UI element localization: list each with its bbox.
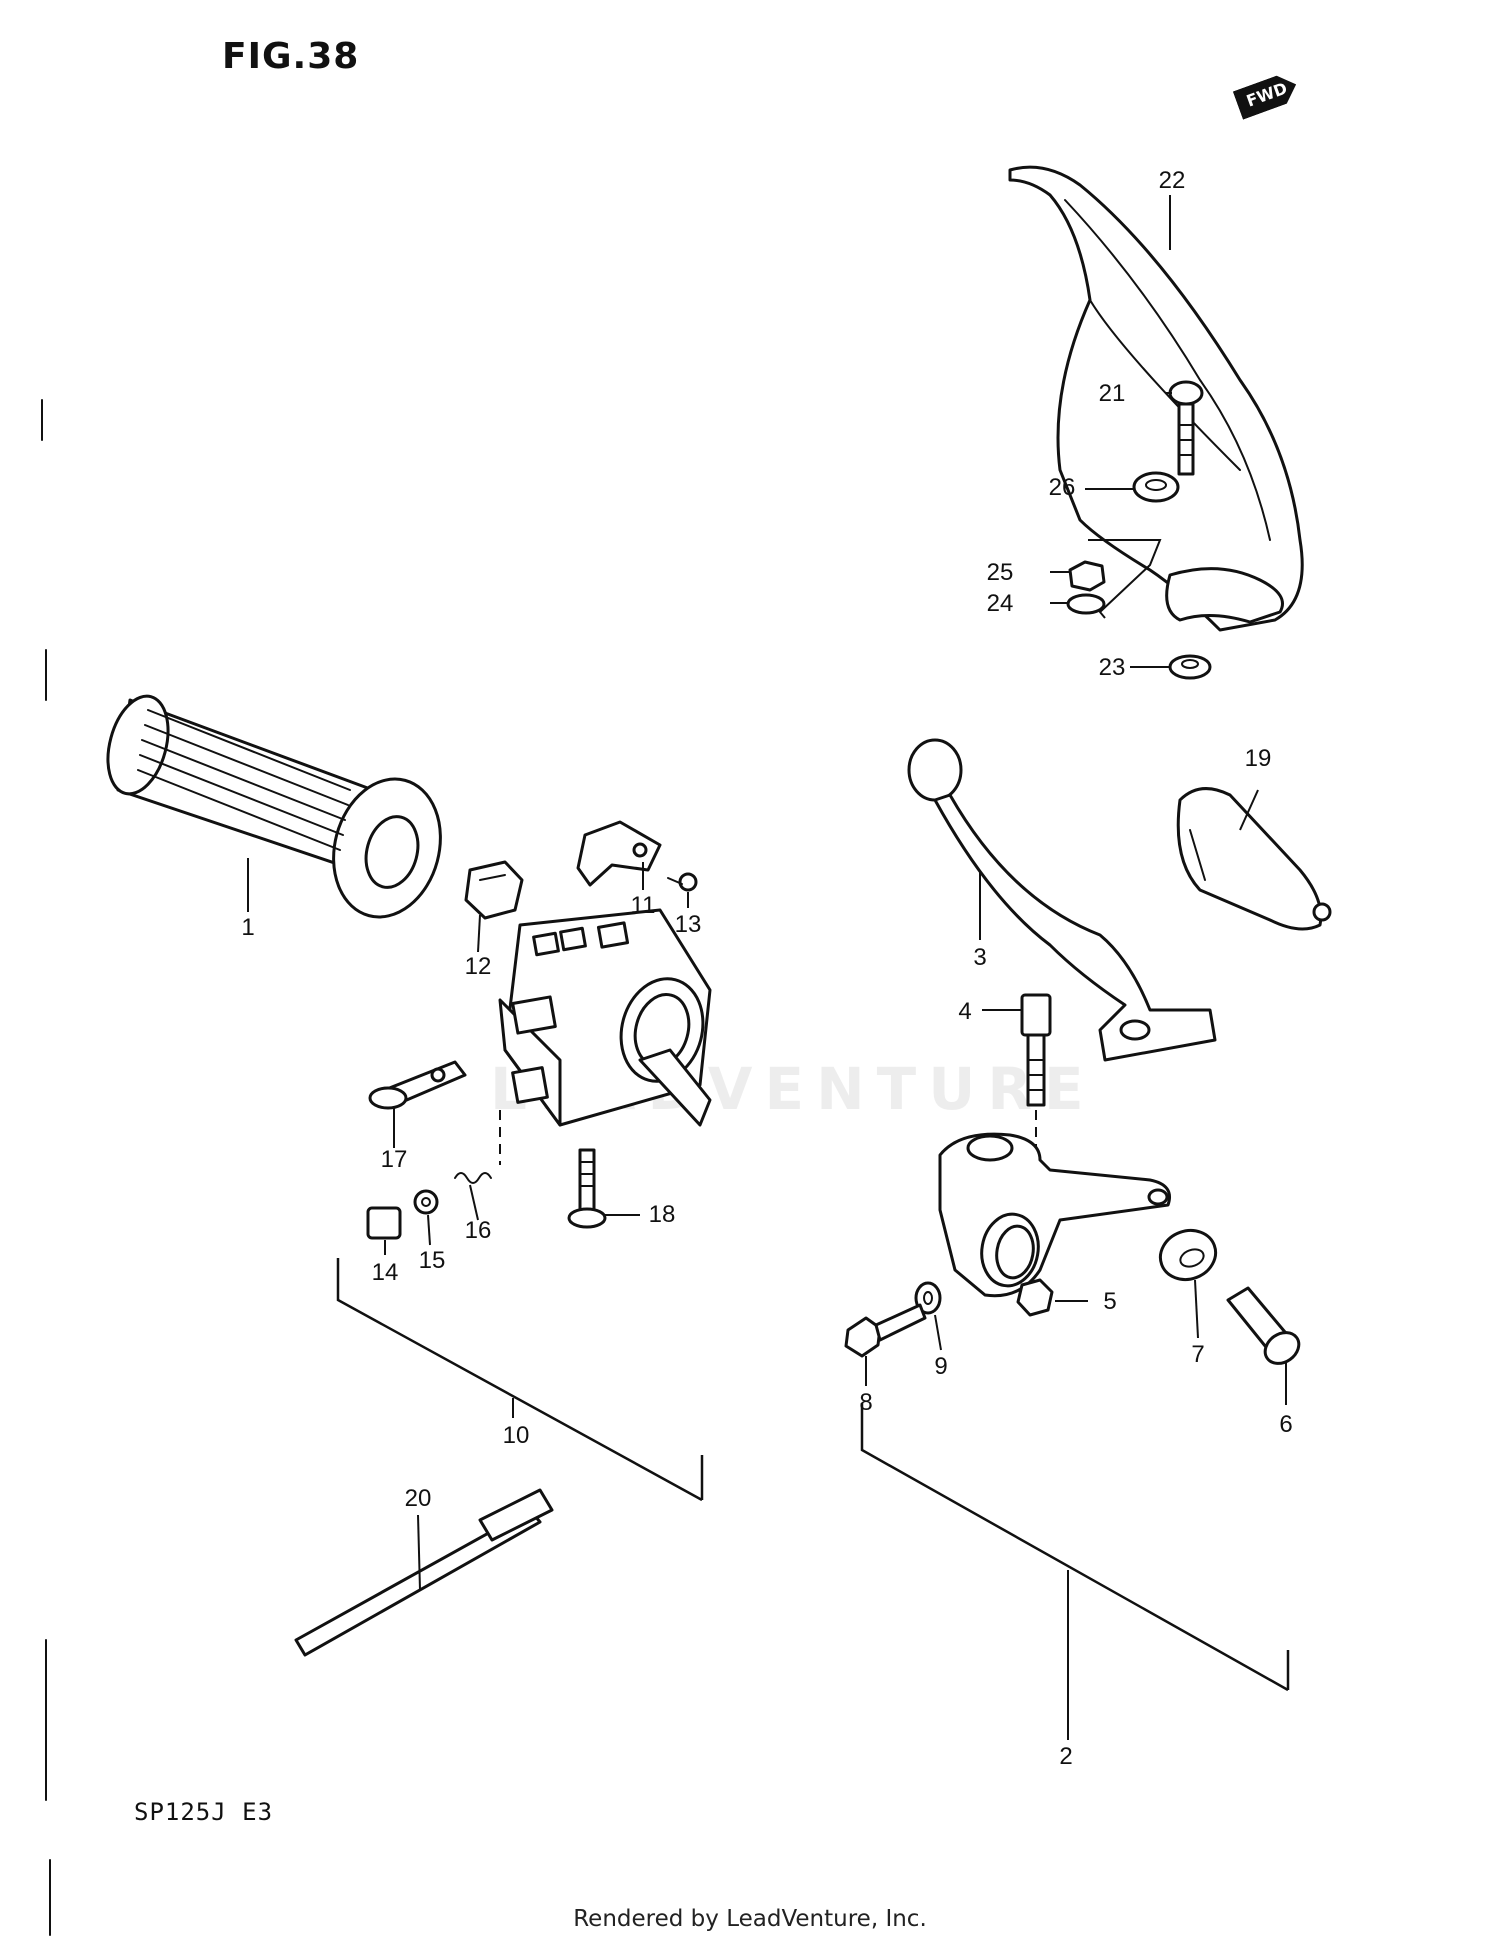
callout-5: 5 xyxy=(1103,1288,1116,1315)
part-guard-washer xyxy=(1066,593,1106,615)
part-choke-lever xyxy=(368,1060,467,1110)
part-hand-guard xyxy=(1008,165,1304,632)
part-switch-lever xyxy=(576,820,662,887)
part-lever-cover xyxy=(1176,787,1332,931)
assembly-bracket-10 xyxy=(336,1258,704,1502)
leader-lines xyxy=(247,195,1287,1740)
callout-1: 1 xyxy=(241,914,254,941)
model-code: SP125J E3 xyxy=(134,1798,274,1826)
part-rubber-washer xyxy=(1132,471,1180,503)
part-adjuster-bolt xyxy=(1226,1286,1301,1365)
part-switch-housing xyxy=(498,908,712,1165)
callout-13: 13 xyxy=(675,911,702,938)
part-cable-tie xyxy=(294,1488,554,1657)
part-small-nut xyxy=(413,1189,439,1215)
callout-6: 6 xyxy=(1279,1411,1292,1438)
callout-24: 24 xyxy=(987,590,1014,617)
part-screw xyxy=(567,1148,607,1229)
callout-15: 15 xyxy=(419,1247,446,1274)
callout-10: 10 xyxy=(503,1422,530,1449)
part-clutch-lever xyxy=(907,738,1217,1062)
scan-margin-marks xyxy=(41,399,51,1936)
callout-11: 11 xyxy=(631,892,656,919)
callout-9: 9 xyxy=(934,1353,947,1380)
callout-21: 21 xyxy=(1099,380,1126,407)
callout-23: 23 xyxy=(1099,654,1126,681)
callout-26: 26 xyxy=(1049,474,1076,501)
part-adjuster-nut xyxy=(1158,1228,1218,1282)
part-nut xyxy=(1016,1278,1054,1317)
part-grip xyxy=(106,694,442,919)
callout-7: 7 xyxy=(1191,1341,1204,1368)
part-washer xyxy=(914,1281,942,1315)
callout-22: 22 xyxy=(1159,167,1186,194)
part-bolt xyxy=(1020,993,1052,1165)
callout-19: 19 xyxy=(1245,745,1272,772)
callout-4: 4 xyxy=(958,998,971,1025)
part-guard-lower-nut xyxy=(1168,654,1212,680)
callout-3: 3 xyxy=(973,944,986,971)
render-credit: Rendered by LeadVenture, Inc. xyxy=(573,1906,927,1932)
callout-14: 14 xyxy=(372,1259,399,1286)
callout-2: 2 xyxy=(1059,1743,1072,1770)
callout-12: 12 xyxy=(465,953,492,980)
part-button-cap xyxy=(366,1206,402,1240)
part-guard-nut xyxy=(1068,560,1106,592)
part-switch-knob xyxy=(464,860,524,920)
part-lever-bracket xyxy=(938,1132,1171,1298)
part-spring xyxy=(454,1172,492,1184)
callout-18: 18 xyxy=(649,1201,676,1228)
callout-17: 17 xyxy=(381,1146,408,1173)
callout-25: 25 xyxy=(987,559,1014,586)
figure-title: FIG.38 xyxy=(222,36,360,77)
callout-20: 20 xyxy=(405,1485,432,1512)
part-pivot-bolt xyxy=(844,1303,927,1358)
part-guard-screw xyxy=(1168,380,1204,476)
assembly-bracket-2 xyxy=(860,1403,1290,1692)
callout-16: 16 xyxy=(465,1217,492,1244)
callout-8: 8 xyxy=(859,1389,872,1416)
part-small-screw xyxy=(667,872,698,892)
